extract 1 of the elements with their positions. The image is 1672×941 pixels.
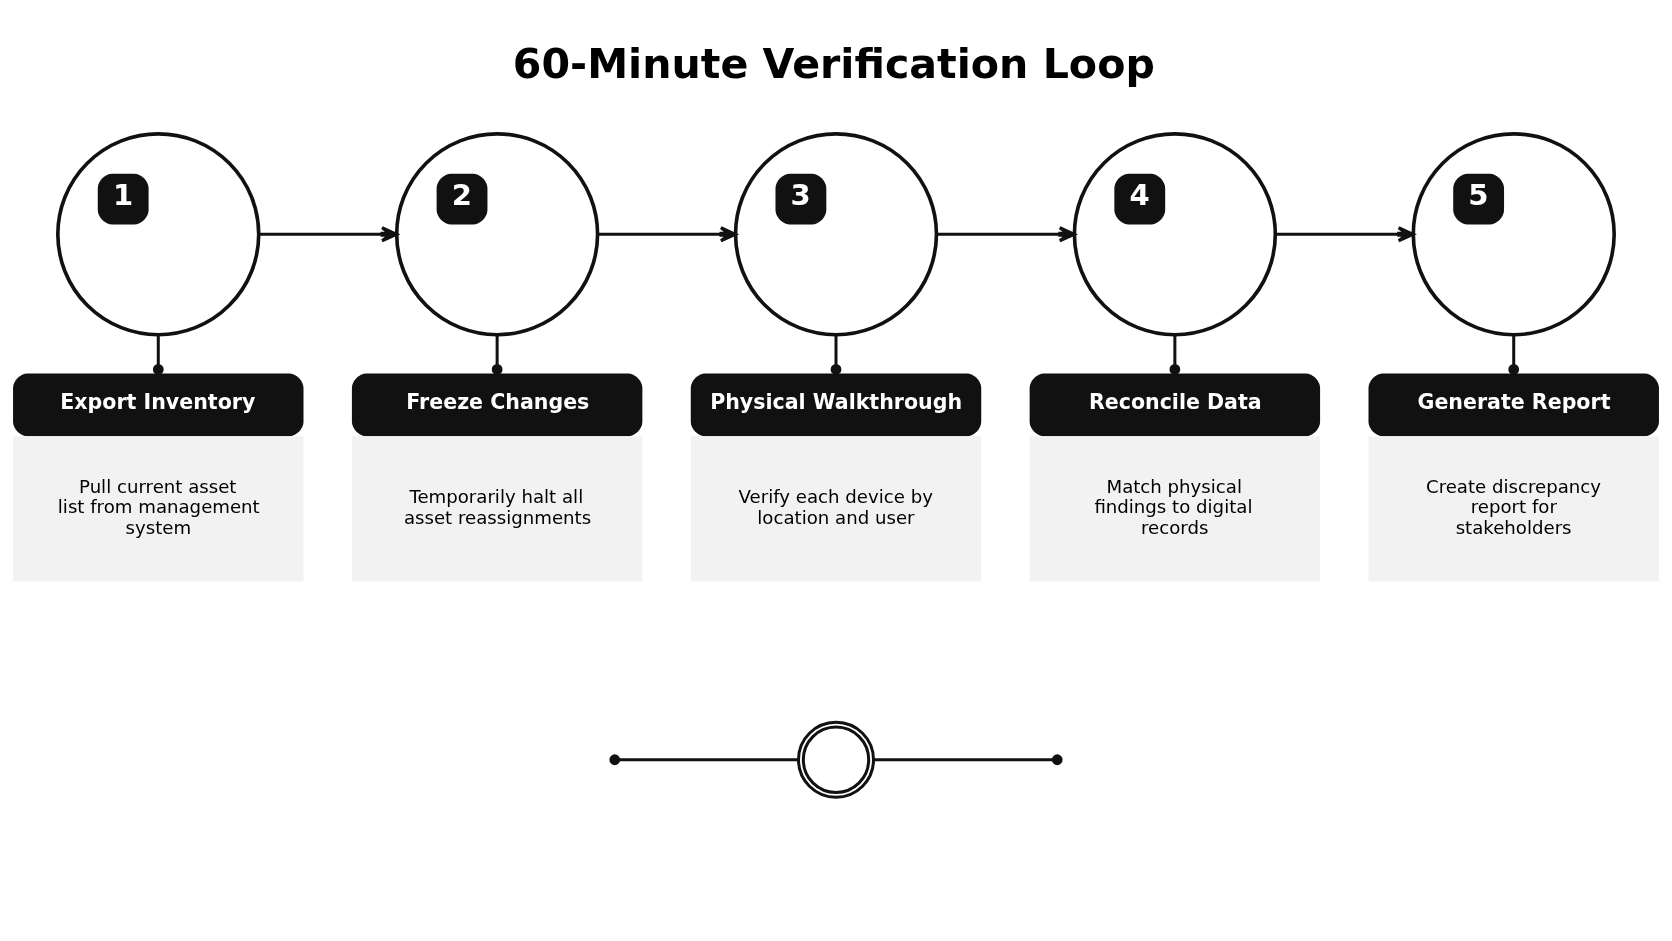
diagram-title: 60-Minute Verification Loop xyxy=(512,40,1155,89)
